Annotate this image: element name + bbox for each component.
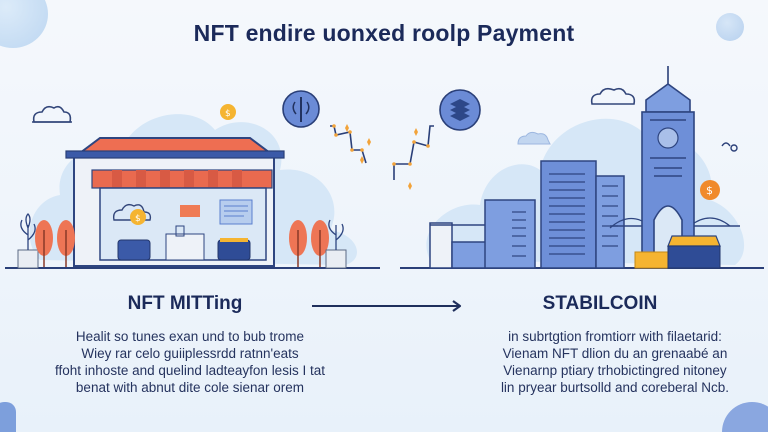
building	[429, 222, 453, 269]
cloud-icon	[32, 105, 72, 123]
roof-beam	[65, 150, 285, 159]
cloud-icon	[112, 203, 152, 221]
nft-circle-icon	[282, 90, 320, 128]
rising-chart-line-icon	[393, 125, 434, 180]
description-line: lin pryear burtsolld and coreberal Ncb.	[500, 380, 730, 395]
nft-badge	[180, 205, 200, 217]
machine-right	[217, 239, 251, 261]
svg-text:$: $	[135, 214, 141, 224]
nft-minting-title: NFT MITTing	[127, 293, 243, 314]
description-line: Healit so tunes exan und to bub trome	[75, 329, 305, 344]
machine-left	[117, 239, 151, 261]
lock-icon	[175, 225, 185, 237]
stablecoin-description: in subrtgtion fromtiorr with filaetarid:…	[470, 328, 760, 396]
description-line: Vienarnp ptiary trhobictingred nitoney	[503, 363, 727, 378]
stablecoin-title: STABILCOIN	[542, 293, 658, 314]
office-tower	[595, 175, 625, 269]
description-line: benat with abnut dite cole sienar orem	[75, 380, 305, 395]
svg-text:$: $	[225, 109, 231, 119]
sparkle-icon	[392, 128, 430, 190]
tree-icon	[289, 220, 329, 267]
tree-icon	[35, 220, 75, 267]
city-illustration: $	[390, 60, 768, 272]
coin-icon	[220, 104, 236, 120]
info-card	[219, 199, 253, 225]
page-title: NFT endire uonxed roolp Payment	[193, 20, 575, 46]
description-line: in subrtgtion fromtiorr with filaetarid:	[508, 329, 722, 344]
vault-lid	[667, 235, 721, 247]
coin-icon	[700, 180, 720, 200]
counter-box	[165, 233, 205, 261]
plant-pot-icon	[17, 213, 39, 269]
stack-layers-icon	[439, 89, 481, 131]
plant-pot-icon	[325, 219, 347, 269]
corner-decoration-blob	[0, 402, 16, 432]
description-line: Vienam NFT dlion du an grenaabé an	[502, 346, 728, 361]
sparkle-icon	[332, 124, 371, 164]
nft-minting-description: Healit so tunes exan und to bub trome Wi…	[10, 328, 370, 396]
rising-chart-line-icon	[330, 125, 367, 164]
right-arrow-icon	[310, 298, 465, 314]
corner-decoration-dot	[716, 13, 744, 41]
building	[484, 199, 536, 269]
corner-decoration-cloud	[722, 402, 768, 432]
cloud-icon	[517, 131, 551, 145]
cloud-icon	[590, 87, 636, 105]
storefront-illustration: $ $	[0, 60, 390, 272]
description-line: ffoht inhoste and quelind ladteayfon les…	[55, 363, 325, 378]
coin-icon	[130, 209, 146, 225]
vault-box	[667, 245, 721, 269]
svg-text:$: $	[706, 184, 713, 197]
clock-emblem	[657, 127, 679, 149]
description-line: Wiey rar celo guiiplessrdd ratnn'eats	[81, 346, 299, 361]
